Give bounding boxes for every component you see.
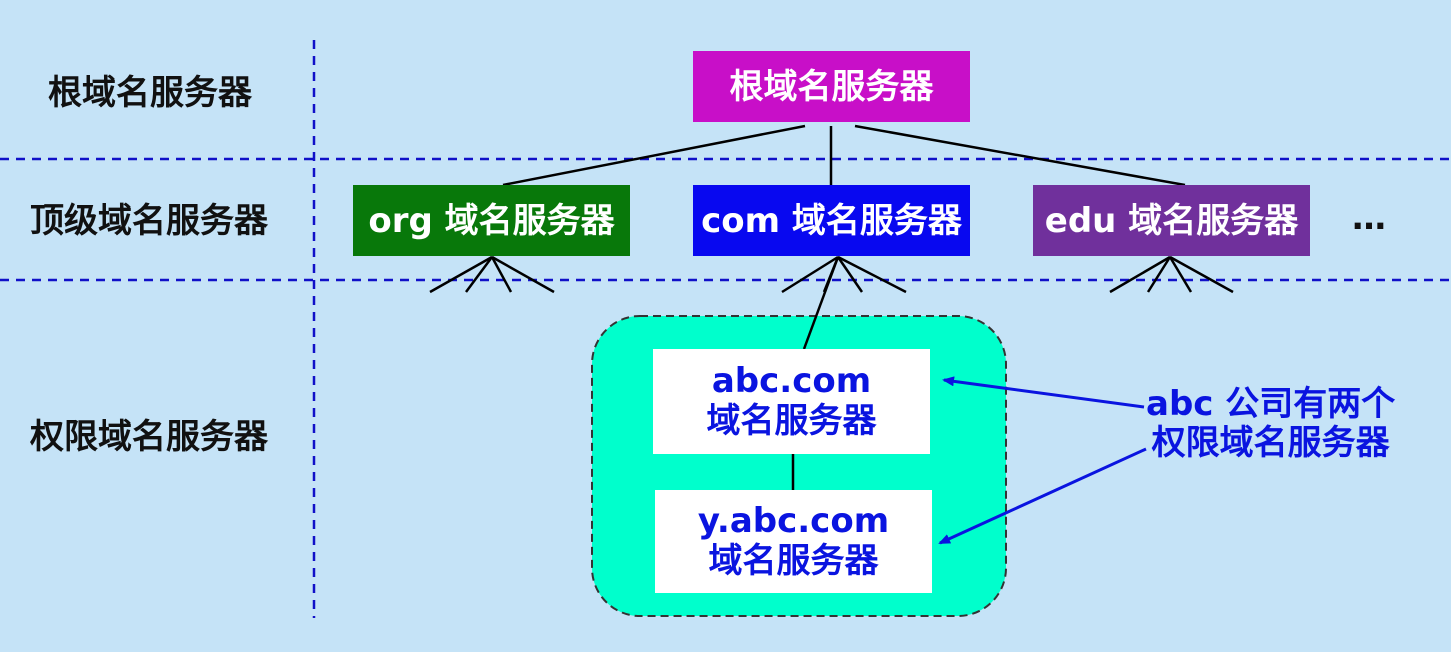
arrow-to-abc (942, 376, 1145, 409)
annotation-note: abc 公司有两个 权限域名服务器 (1146, 384, 1396, 464)
more-ellipsis: … (1352, 198, 1386, 238)
edu-branches (1109, 255, 1234, 294)
com-to-abc-connector (802, 256, 840, 350)
com-branches (781, 255, 907, 294)
root-server-box: 根域名服务器 (693, 51, 970, 122)
abc-server-box: abc.com 域名服务器 (653, 349, 930, 454)
org-server-box: org 域名服务器 (353, 185, 630, 256)
level-label-root: 根域名服务器 (48, 73, 252, 113)
level-label-auth: 权限域名服务器 (30, 417, 268, 457)
level-label-top: 顶级域名服务器 (30, 201, 268, 241)
yabc-server-box: y.abc.com 域名服务器 (655, 490, 932, 593)
abc-server-line1: abc.com (711, 361, 872, 402)
root-to-edu-connector (854, 124, 1186, 187)
edu-server-box: edu 域名服务器 (1033, 185, 1310, 256)
annotation-line1: abc 公司有两个 (1146, 384, 1396, 424)
annotation-line2: 权限域名服务器 (1151, 423, 1390, 464)
root-to-org-connector (502, 124, 806, 187)
yabc-server-line1: y.abc.com (697, 501, 890, 542)
org-branches (429, 255, 555, 294)
abc-server-line2: 域名服务器 (706, 400, 877, 441)
com-server-box: com 域名服务器 (693, 185, 970, 256)
arrow-to-yabc (938, 447, 1147, 545)
yabc-server-line2: 域名服务器 (708, 540, 879, 581)
